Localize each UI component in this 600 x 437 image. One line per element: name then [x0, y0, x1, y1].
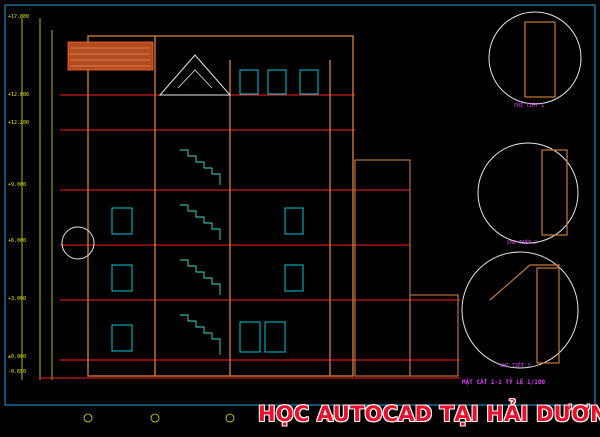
detail-circles — [61, 11, 582, 369]
level-marker: +12.200 — [8, 120, 30, 126]
drawing-frame — [4, 4, 596, 406]
gable-roof — [158, 54, 232, 96]
level-marker: +3.000 — [8, 296, 27, 302]
windows — [111, 69, 319, 353]
right-extension — [354, 159, 459, 377]
left-dimension-chain — [21, 18, 53, 380]
axis-bubbles — [83, 413, 335, 423]
roof-tiles — [67, 41, 154, 71]
gable-window — [177, 69, 213, 89]
stair-flights — [180, 149, 221, 355]
level-marker: -0.650 — [8, 369, 27, 375]
watermark-text: HỌC AUTOCAD TẠI HẢI DƯƠNG — [258, 402, 600, 426]
detail-label: CHI TIẾT 3 — [500, 363, 531, 369]
level-marker: +17.800 — [8, 14, 30, 20]
level-marker: ±0.000 — [8, 354, 27, 360]
building-outline — [87, 35, 354, 377]
detail-label: CHI TIẾT 1 — [514, 103, 545, 109]
roof-tile-hatch — [70, 47, 150, 67]
level-marker: +9.000 — [8, 182, 27, 188]
level-marker: +12.800 — [8, 92, 30, 98]
level-marker: +6.000 — [8, 238, 27, 244]
detail-label: CHI TIẾT 2 — [507, 240, 538, 246]
section-title: MẶT CẮT 1-1 TỶ LỆ 1/100 — [462, 379, 546, 386]
detail-contents — [489, 21, 568, 364]
section-cut-lines — [40, 94, 460, 379]
